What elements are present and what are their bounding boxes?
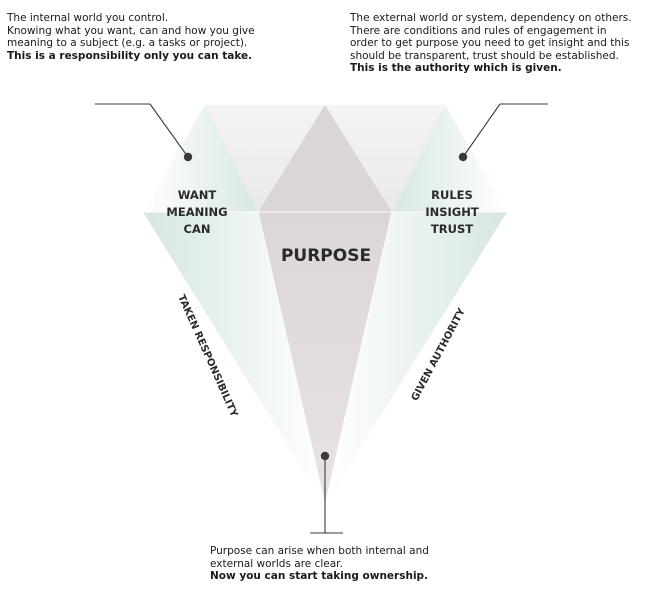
diamond-center-facet bbox=[258, 212, 392, 505]
want-label: WANT bbox=[178, 188, 217, 202]
diamond-right-lower-facet bbox=[325, 212, 507, 505]
external-note-line: should be transparent, trust should be e… bbox=[350, 49, 619, 62]
internal-note-line: The internal world you control. bbox=[7, 12, 169, 24]
left-callout-line bbox=[149, 103, 189, 158]
external-note-line: order to get purpose you need to get ins… bbox=[350, 37, 630, 50]
purpose-note-line: external worlds are clear. bbox=[210, 557, 343, 570]
diamond-crown-center bbox=[258, 105, 392, 212]
purpose-note-line: Purpose can arise when both internal and bbox=[210, 545, 429, 557]
purpose-label: PURPOSE bbox=[281, 246, 371, 266]
diamond-left-lower-facet bbox=[143, 212, 325, 505]
internal-note-line: Knowing what you want, can and how you g… bbox=[7, 24, 255, 37]
trust-label: TRUST bbox=[431, 222, 473, 236]
external-world-note: The external world or system, dependency… bbox=[350, 12, 632, 75]
right-callout-dot bbox=[458, 152, 468, 162]
internal-note-emphasis: This is a responsibility only you can ta… bbox=[7, 49, 253, 62]
can-label: CAN bbox=[184, 222, 211, 236]
meaning-label: MEANING bbox=[166, 205, 227, 219]
external-note-emphasis: This is the authority which is given. bbox=[350, 62, 562, 75]
purpose-note-emphasis: Now you can start taking ownership. bbox=[210, 570, 429, 583]
diamond-left-upper-facet bbox=[143, 105, 258, 212]
left-callout-dot bbox=[183, 152, 193, 162]
rules-label: RULES bbox=[431, 188, 473, 202]
external-note-line: There are conditions and rules of engage… bbox=[350, 24, 607, 37]
purpose-note: Purpose can arise when both internal and… bbox=[210, 545, 429, 583]
internal-note-line: meaning to a subject (e.g. a tasks or pr… bbox=[7, 37, 248, 50]
diamond-right-upper-facet bbox=[392, 105, 507, 212]
external-note-line: The external world or system, dependency… bbox=[350, 12, 632, 24]
insight-label: INSIGHT bbox=[425, 205, 479, 219]
internal-world-note: The internal world you control. Knowing … bbox=[7, 12, 255, 62]
right-callout-line bbox=[462, 103, 501, 158]
